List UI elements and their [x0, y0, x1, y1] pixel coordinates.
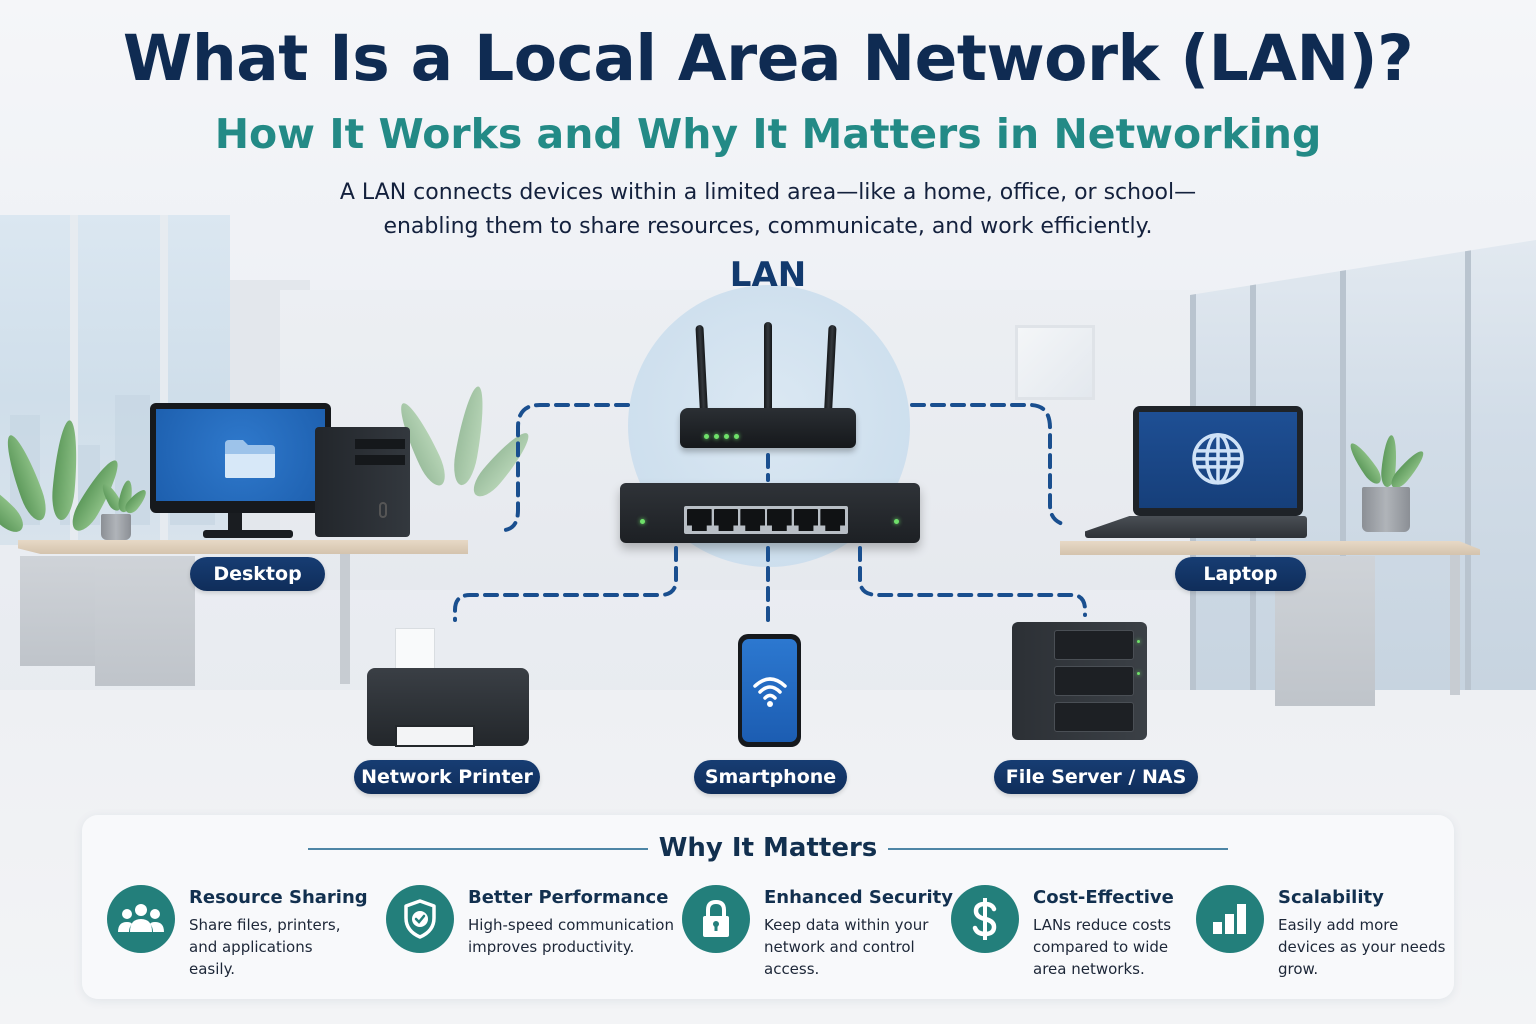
desktop-monitor [150, 403, 331, 513]
feature-scalability: Scalability Easily add more devices as y… [1196, 885, 1458, 980]
feature-resource-sharing: Resource Sharing Share files, printers, … [107, 885, 368, 980]
description-line-1: A LAN connects devices within a limited … [339, 180, 1197, 205]
label-file-server-nas: File Server / NAS [994, 760, 1198, 794]
feature-enhanced-security: Enhanced Security Keep data within your … [682, 885, 953, 980]
router-body [680, 408, 856, 448]
desk-left [18, 540, 468, 554]
printer-paper [395, 628, 435, 672]
router-led [734, 434, 739, 439]
router-led [714, 434, 719, 439]
feature-title: Scalability [1278, 887, 1384, 908]
feature-title: Cost-Effective [1033, 887, 1174, 908]
desktop-tower [315, 427, 410, 537]
heading-rule-left [308, 848, 648, 850]
ethernet-port [820, 509, 846, 531]
switch-led [640, 519, 645, 524]
nas-drive-bay [1054, 702, 1134, 732]
nas-led [1137, 672, 1140, 675]
laptop-base [1085, 516, 1307, 538]
ethernet-port [713, 509, 739, 531]
device-file-server-nas[interactable] [1012, 622, 1147, 740]
wifi-icon [752, 676, 787, 707]
lan-label: LAN [729, 255, 807, 295]
feature-description: Easily add more devices as your needs gr… [1278, 916, 1446, 978]
page-title: What Is a Local Area Network (LAN)? [122, 22, 1414, 95]
desk-left-drawer [95, 556, 195, 686]
globe-icon [1192, 433, 1244, 485]
heading-rule-right [888, 848, 1228, 850]
router-led [704, 434, 709, 439]
lock-icon [682, 885, 750, 953]
nas-drive-bay [1054, 630, 1134, 660]
router-led [724, 434, 729, 439]
nas-drive-bay [1054, 666, 1134, 696]
laptop-lid [1133, 406, 1303, 516]
device-smartphone[interactable] [738, 634, 801, 747]
feature-title: Better Performance [468, 887, 669, 908]
monitor-base [203, 530, 293, 538]
label-desktop: Desktop [190, 557, 325, 591]
switch-port-strip [684, 506, 848, 534]
feature-title: Enhanced Security [764, 887, 953, 908]
nas-led [1137, 640, 1140, 643]
printer-output-tray [395, 725, 475, 747]
ethernet-port [767, 509, 792, 531]
plant-small-left [95, 479, 150, 540]
page-description: A LAN connects devices within a limited … [0, 176, 1536, 244]
feature-title: Resource Sharing [189, 887, 368, 908]
feature-description: Share files, printers, and applications … [189, 916, 341, 978]
feature-better-performance: Better Performance High-speed communicat… [386, 885, 678, 958]
plant-background-center [392, 384, 536, 535]
ethernet-port [793, 509, 819, 531]
desk-right-leg [1450, 555, 1460, 695]
desk-left-leg [340, 554, 350, 684]
feature-description: Keep data within your network and contro… [764, 916, 929, 978]
feature-description: High-speed communication improves produc… [468, 916, 674, 956]
why-it-matters-heading: Why It Matters [658, 833, 878, 863]
dollar-icon [951, 885, 1019, 953]
network-switch[interactable] [620, 483, 920, 543]
monitor-stand [228, 513, 242, 533]
plant-small-right [1345, 434, 1428, 535]
feature-description: LANs reduce costs compared to wide area … [1033, 916, 1172, 978]
bar-chart-icon [1196, 885, 1264, 953]
desk-right [1060, 541, 1480, 555]
ethernet-port [740, 509, 766, 531]
switch-led [894, 519, 899, 524]
description-line-2: enabling them to share resources, commun… [383, 214, 1153, 239]
ethernet-port [687, 509, 712, 531]
shield-check-icon [386, 885, 454, 953]
label-laptop: Laptop [1175, 557, 1306, 591]
router-antenna-center [764, 322, 772, 422]
users-icon [107, 885, 175, 953]
page-subtitle: How It Works and Why It Matters in Netwo… [214, 110, 1322, 158]
desk-left-panel [20, 556, 100, 666]
folder-icon [225, 440, 275, 478]
why-it-matters-panel: Why It Matters Resource Sharing Sh [82, 815, 1454, 999]
plant-large-left [0, 419, 126, 560]
label-network-printer: Network Printer [354, 760, 540, 794]
label-smartphone: Smartphone [694, 760, 847, 794]
wall-picture [1015, 325, 1095, 400]
feature-cost-effective: Cost-Effective LANs reduce costs compare… [951, 885, 1203, 980]
